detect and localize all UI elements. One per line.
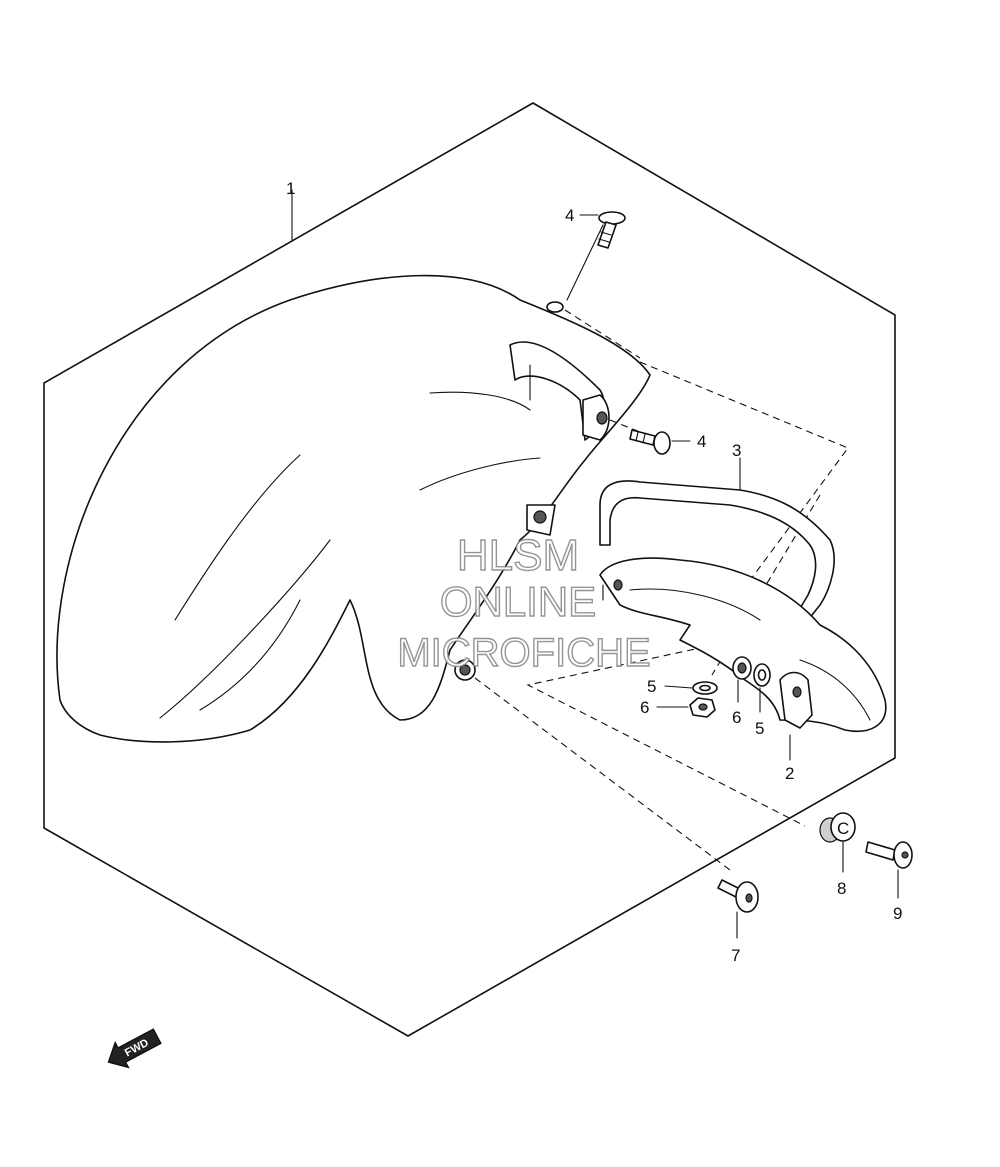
assembly-boundary xyxy=(43,102,896,1037)
callout-4-top: 4 xyxy=(565,206,574,225)
bolt-9 xyxy=(865,841,913,869)
callout-6-right: 6 xyxy=(732,708,741,727)
front-fender xyxy=(56,274,651,743)
grommet-letter: C xyxy=(837,819,849,838)
screw-7 xyxy=(717,879,759,913)
washer-5-right xyxy=(753,663,771,687)
callout-5-left: 5 xyxy=(647,677,656,696)
callout-8: 8 xyxy=(837,879,846,898)
bolt-4-right xyxy=(629,429,671,455)
washer-5-left xyxy=(692,681,718,695)
fender-inner-cover xyxy=(599,557,887,732)
callout-2: 2 xyxy=(785,764,794,783)
callout-4-right: 4 xyxy=(697,432,706,451)
watermark-line-2: ONLINE xyxy=(440,578,596,625)
watermark-line-3: MICROFICHE xyxy=(397,631,650,675)
bolt-4-top xyxy=(597,211,626,249)
nut-6-right xyxy=(732,656,752,680)
callout-5-right: 5 xyxy=(755,719,764,738)
callout-3: 3 xyxy=(732,441,741,460)
grommet-8: C xyxy=(819,812,856,843)
watermark-line-1: HLSM xyxy=(457,531,579,580)
callout-6-left: 6 xyxy=(640,698,649,717)
callout-7: 7 xyxy=(731,946,740,965)
nut-6-left xyxy=(689,697,716,718)
callout-1: 1 xyxy=(286,179,295,198)
fwd-arrow-icon: FWD xyxy=(107,1028,162,1069)
callout-9: 9 xyxy=(893,904,902,923)
